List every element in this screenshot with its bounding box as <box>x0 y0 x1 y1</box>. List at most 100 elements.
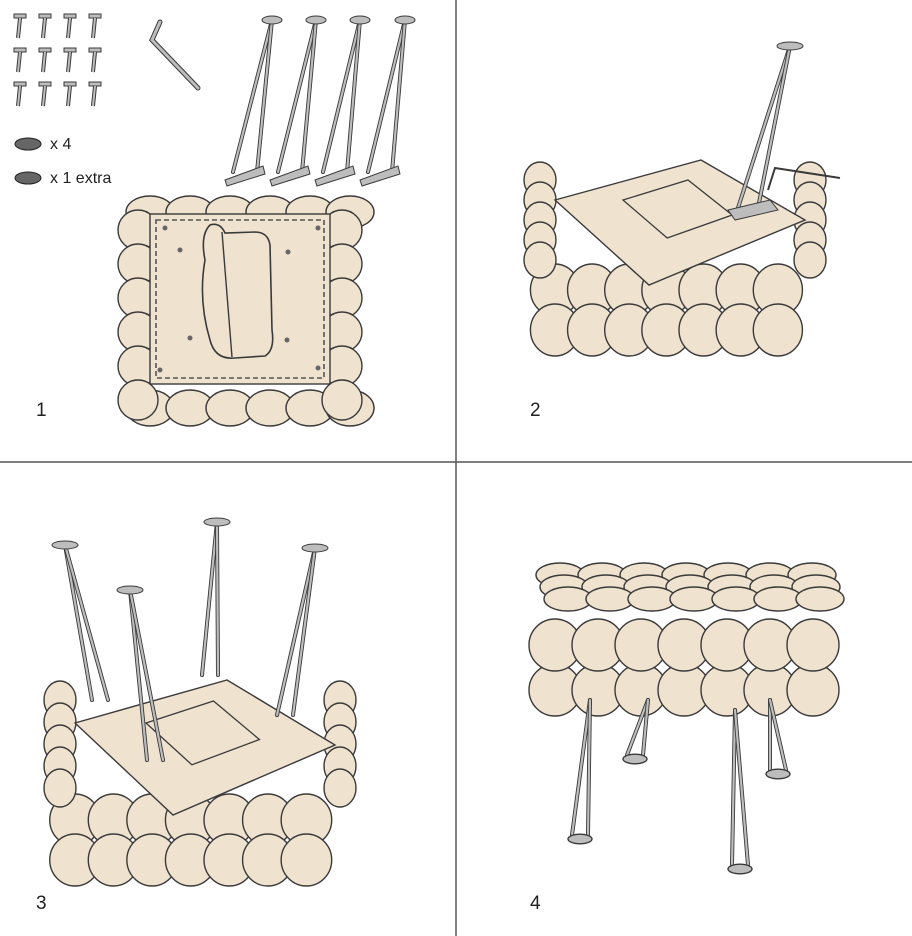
leg-foot <box>622 753 648 765</box>
screw-icon <box>88 81 102 87</box>
step-number-4: 4 <box>530 893 541 914</box>
leg-rod <box>231 18 274 174</box>
screw-hole <box>284 337 290 343</box>
screw-icon <box>92 51 96 73</box>
leg-rod <box>733 708 750 867</box>
screw-icon <box>92 85 96 107</box>
screw-icon <box>17 85 21 107</box>
screw-icon <box>17 51 21 73</box>
leg-rod <box>255 18 274 174</box>
leg-mount-plate <box>394 15 416 25</box>
screw-hole <box>162 225 168 231</box>
leg-rod <box>730 708 737 867</box>
screw-icon <box>63 13 77 19</box>
leg-bracket <box>314 165 356 187</box>
screw-icon <box>42 85 46 107</box>
stitch-line <box>155 219 325 379</box>
cushion-puff <box>117 379 159 421</box>
cushion-puff <box>627 586 677 612</box>
leg-mount-plate <box>51 540 79 550</box>
leg-rod <box>276 18 318 174</box>
extra-washer-label: x 1 extra <box>50 170 112 187</box>
screw-icon <box>42 51 46 73</box>
leg-bracket <box>269 165 311 187</box>
screw-icon <box>92 17 96 39</box>
screw-icon <box>38 81 52 87</box>
screw-icon <box>67 17 71 39</box>
leg-rod <box>128 588 149 762</box>
leg-bracket <box>727 199 779 221</box>
base-plate <box>149 213 331 385</box>
leg-rod <box>275 546 317 717</box>
screw-icon <box>63 81 77 87</box>
screw-icon <box>38 13 52 19</box>
leg-foot <box>567 833 593 845</box>
screw-icon <box>13 13 27 19</box>
cushion-puff <box>323 768 357 808</box>
screw-hole <box>187 335 193 341</box>
step-number-3: 3 <box>36 893 47 914</box>
screw-icon <box>88 47 102 53</box>
cushion-puff <box>280 833 333 887</box>
handle-cutout <box>144 700 261 766</box>
cushion-puff <box>543 586 593 612</box>
handle-cutout <box>201 223 274 359</box>
step-number-1: 1 <box>36 400 47 421</box>
cushion-puff <box>43 768 77 808</box>
screw-icon <box>42 17 46 39</box>
step-2-illustration <box>523 41 841 357</box>
leg-foot <box>765 768 791 780</box>
allen-key-icon <box>149 19 201 91</box>
step-number-2: 2 <box>530 400 541 421</box>
leg-rod <box>63 543 94 702</box>
washer-icon <box>14 137 42 151</box>
cushion-puff <box>669 586 719 612</box>
cushion-puff <box>711 586 761 612</box>
leg-rod <box>128 588 165 762</box>
washer-quantity-label: x 4 <box>50 136 72 153</box>
cushion-puff <box>752 303 804 357</box>
screw-icon <box>17 17 21 39</box>
leg-mount-plate <box>116 585 144 595</box>
leg-rod <box>366 18 407 174</box>
screw-icon <box>67 85 71 107</box>
cushion-puff <box>795 586 845 612</box>
leg-bracket <box>359 165 401 187</box>
step-4-illustration <box>528 562 845 875</box>
screw-icon <box>67 51 71 73</box>
leg-rod <box>736 44 792 210</box>
leg-rod <box>390 18 407 174</box>
leg-bracket <box>224 165 266 187</box>
leg-rod <box>756 44 792 210</box>
leg-rod <box>768 698 788 772</box>
cushion-puff <box>786 618 840 672</box>
step-1-illustration <box>13 13 416 427</box>
cushion-puff <box>523 241 557 279</box>
screw-hole <box>315 365 321 371</box>
base-plate <box>73 679 337 816</box>
cushion-puff <box>585 586 635 612</box>
leg-rod <box>625 698 650 757</box>
leg-rod <box>300 18 318 174</box>
cushion-puff <box>786 663 840 717</box>
cushion-puff <box>753 586 803 612</box>
leg-rod <box>291 546 317 717</box>
leg-rod <box>570 698 592 837</box>
leg-rod <box>63 543 110 702</box>
cushion-puff <box>793 241 827 279</box>
leg-rod <box>641 698 650 757</box>
washer-icon <box>14 171 42 185</box>
step-3-illustration <box>43 517 357 887</box>
leg-rod <box>586 698 592 837</box>
screw-icon <box>88 13 102 19</box>
leg-rod <box>200 520 219 677</box>
leg-foot <box>727 863 753 875</box>
screw-hole <box>157 367 163 373</box>
handle-cutout <box>221 231 233 358</box>
leg-rod <box>215 520 220 677</box>
leg-mount-plate <box>349 15 371 25</box>
leg-rod <box>321 18 362 174</box>
leg-rod <box>345 18 362 174</box>
leg-mount-plate <box>301 543 329 553</box>
